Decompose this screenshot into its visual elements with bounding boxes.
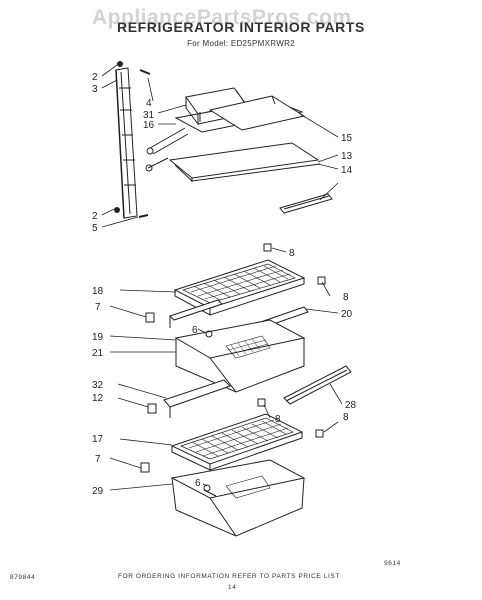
callout-21: 21 <box>92 348 104 359</box>
diagram-title: REFRIGERATOR INTERIOR PARTS <box>117 19 365 35</box>
callout-5: 5 <box>92 223 98 234</box>
shelf-trim-strip <box>279 193 333 214</box>
callout-29: 29 <box>92 486 104 497</box>
lower-crisper-cover <box>170 413 304 471</box>
callout-28: 28 <box>345 400 357 411</box>
corner-code: 9614 <box>384 560 401 567</box>
support-clips <box>145 243 326 414</box>
lower-crisper-drawer <box>170 459 306 537</box>
callout-18: 18 <box>92 286 104 297</box>
shelf-bracket-top <box>145 127 189 172</box>
crisper-support-rail-left <box>169 299 223 328</box>
watermark: AppliancePartsPros.com <box>92 6 352 29</box>
crisper-front-rail <box>163 379 231 418</box>
callout-labels: 2 3 4 31 16 15 13 14 2 5 8 18 8 7 20 6 1… <box>92 72 357 497</box>
crisper-cover-glass <box>173 259 306 316</box>
callout-13: 13 <box>341 151 353 162</box>
callout-16: 16 <box>143 120 155 131</box>
callout-4: 4 <box>146 98 152 109</box>
callout-20: 20 <box>341 309 353 320</box>
crisper-trim-strip <box>283 365 352 405</box>
shelf-ladder-rail <box>115 67 138 219</box>
callout-31: 31 <box>143 110 155 121</box>
ordering-note: FOR ORDERING INFORMATION REFER TO PARTS … <box>118 573 340 580</box>
model-subtitle: For Model: ED25PMXRWR2 <box>187 39 295 48</box>
callout-8-a: 8 <box>289 248 295 259</box>
callout-8-b: 8 <box>343 292 349 303</box>
callout-7-b: 7 <box>95 454 101 465</box>
callout-2-lower: 2 <box>92 211 98 222</box>
callout-15: 15 <box>341 133 353 144</box>
page-number: 14 <box>228 584 237 591</box>
callout-3: 3 <box>92 84 98 95</box>
upper-glass-shelf <box>168 142 321 182</box>
crisper-drawer <box>174 319 306 393</box>
callout-17: 17 <box>92 434 104 445</box>
lower-clips <box>140 429 324 497</box>
callout-8-d: 8 <box>343 412 349 423</box>
callout-6-a: 6 <box>192 325 198 336</box>
callout-19: 19 <box>92 332 104 343</box>
callout-7-a: 7 <box>95 302 101 313</box>
leader-lines <box>101 64 343 491</box>
callout-14: 14 <box>341 165 353 176</box>
callout-32: 32 <box>92 380 104 391</box>
screw-upper <box>114 61 151 218</box>
callout-2: 2 <box>92 72 98 83</box>
document-number: 879844 <box>10 574 36 581</box>
callout-6-b: 6 <box>195 478 201 489</box>
callout-8-c: 8 <box>275 414 281 425</box>
callout-12: 12 <box>92 393 104 404</box>
